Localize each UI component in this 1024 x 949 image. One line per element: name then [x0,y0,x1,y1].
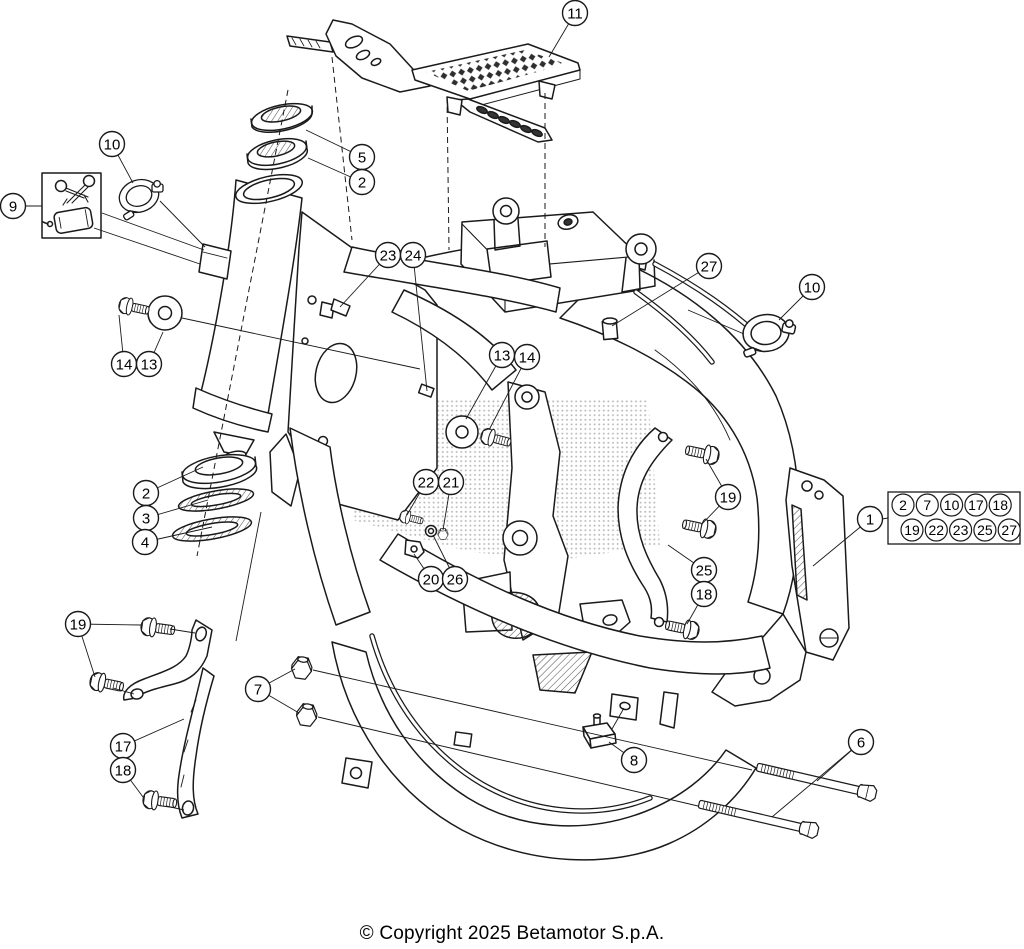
legend-item-19 [900,518,924,542]
callout-19[interactable] [64,610,92,638]
callout-11[interactable] [561,0,589,27]
callout-label-14: 14 [116,356,133,373]
callout-10[interactable] [798,273,826,301]
top-bracket-plate [286,19,581,143]
head-tube-gusset [269,211,438,521]
callout-4[interactable] [131,528,159,556]
callout-label-9: 9 [9,198,17,215]
callout-label-22: 22 [418,474,435,491]
callout-label-7: 7 [254,681,262,698]
legend-item-23 [948,518,973,542]
legend-item-17 [964,493,988,517]
leader-line-24 [412,254,428,392]
callout-19[interactable] [714,483,742,511]
callout-label-17: 17 [115,738,132,755]
callout-label-5: 5 [358,149,366,166]
callout-label-10: 10 [104,136,121,153]
callout-label-20: 20 [423,571,440,588]
legend-item-label-25: 25 [977,522,993,538]
legend-item-label-7: 7 [923,497,931,513]
callout-label-25: 25 [696,562,713,579]
callout-label-13: 13 [141,356,158,373]
callout-24[interactable] [399,241,427,269]
legend-item-22 [924,518,948,542]
callout-7[interactable] [244,675,272,703]
callout-label-21: 21 [443,474,460,491]
legend-item-label-22: 22 [929,522,945,538]
callout-10[interactable] [98,130,126,158]
bracket-17 [122,619,215,819]
callout-27[interactable] [695,252,723,280]
down-tube [289,427,371,626]
callout-2[interactable] [348,168,376,196]
leader-line-27 [611,265,710,327]
leader-line-14 [488,356,528,431]
callout-6[interactable] [847,728,875,756]
legend-item-25 [973,518,997,542]
legend-item-label-2: 2 [899,497,907,513]
callout-label-13: 13 [494,347,511,364]
washer-26 [424,524,438,538]
callout-21[interactable] [437,468,465,496]
legend-item-label-27: 27 [1001,522,1017,538]
callout-14[interactable] [513,343,541,371]
callout-label-26: 26 [447,571,464,588]
legend-item-label-19: 19 [904,522,920,538]
lower-rings [171,453,258,542]
rubber-mount-center [445,415,479,449]
callout-label-2: 2 [142,485,150,502]
ignition-lock-kit [41,172,102,239]
callout-label-18: 18 [696,586,713,603]
callout-18[interactable] [109,756,137,784]
callout-label-8: 8 [630,752,638,769]
callout-label-3: 3 [142,510,150,527]
strap-bracket-25 [617,427,673,628]
callout-label-14: 14 [519,349,536,366]
callout-label-24: 24 [405,247,422,264]
callout-9[interactable] [0,192,27,220]
callout-label-23: 23 [380,247,397,264]
clip-20 [404,539,425,559]
aux-leader-lines [93,200,753,811]
legend-item-2 [891,493,915,517]
legend-item-label-17: 17 [968,497,984,513]
callout-label-4: 4 [141,534,149,551]
square-nut-8 [582,713,617,749]
legend-item-18 [988,493,1012,517]
callout-label-2: 2 [358,174,366,191]
callout-label-19: 19 [70,616,87,633]
legend-item-10 [939,493,964,517]
dashed-centerlines [196,56,546,557]
legend-item-label-10: 10 [944,497,960,513]
leader-line-6 [771,741,862,818]
copyright-text: © Copyright 2025 Betamotor S.p.A. [359,923,665,944]
callout-label-18: 18 [115,762,132,779]
callout-label-19: 19 [720,489,737,506]
legend-connector [881,517,889,520]
callout-8[interactable] [620,746,648,774]
legend-item-27 [997,518,1021,542]
callout-label-11: 11 [567,5,583,22]
callout-18[interactable] [690,580,718,608]
callout-label-6: 6 [857,734,865,751]
legend-item-7 [915,493,939,517]
callout-label-10: 10 [804,279,821,296]
legend-item-label-18: 18 [992,497,1008,513]
callout-label-27: 27 [701,258,718,275]
callout-label-1: 1 [866,511,874,528]
callout-13[interactable] [135,350,163,378]
callout-26[interactable] [441,565,469,593]
legend-item-label-23: 23 [953,522,969,538]
